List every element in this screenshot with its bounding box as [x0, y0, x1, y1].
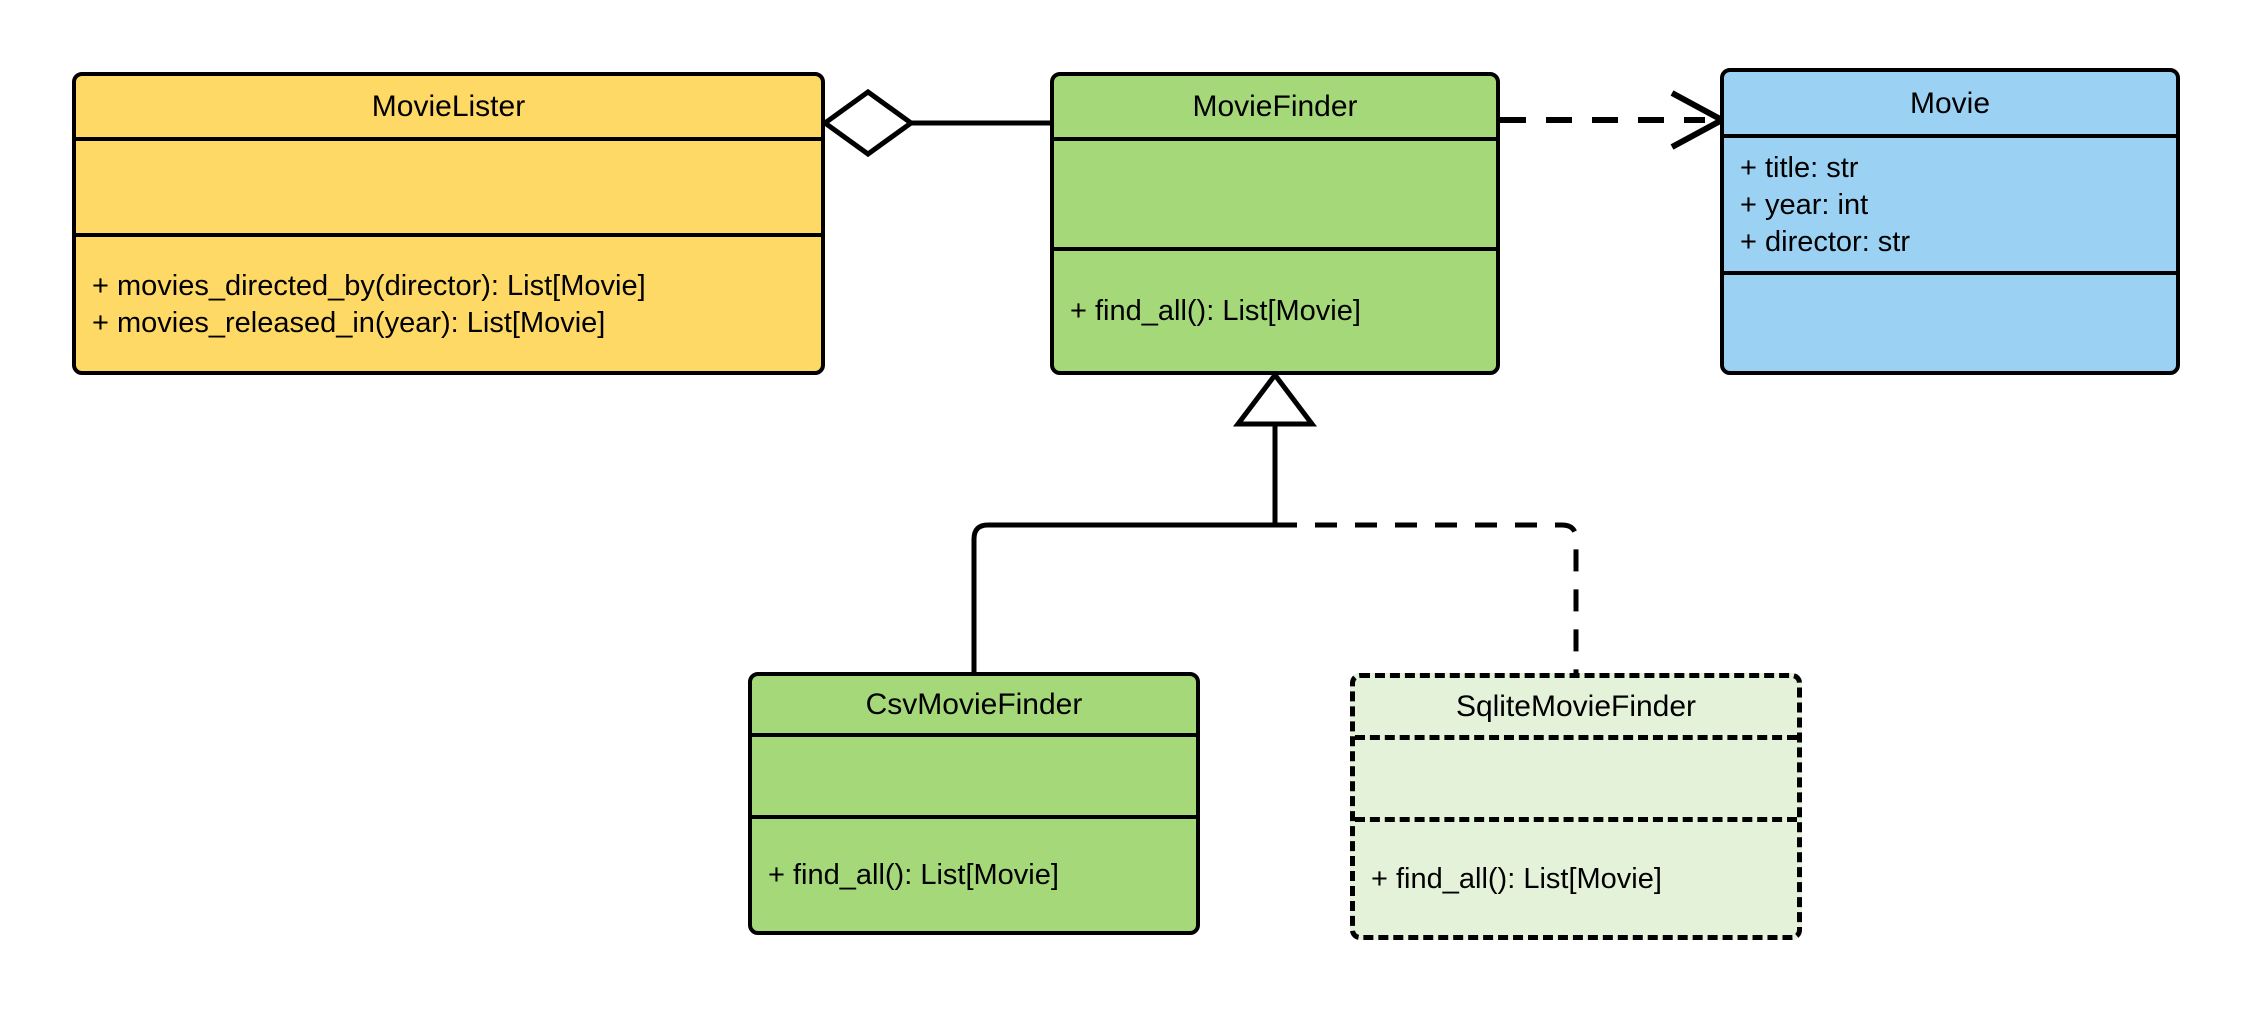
class-box-sqlite-movie-finder[interactable]: SqliteMovieFinder + find_all(): List[Mov… — [1350, 673, 1802, 940]
hollow-triangle-marker — [1232, 370, 1318, 427]
method-line: + movies_directed_by(director): List[Mov… — [92, 269, 646, 302]
class-methods-compartment: + movies_directed_by(director): List[Mov… — [76, 233, 821, 371]
class-name-label: Movie — [1909, 86, 1991, 120]
class-methods-compartment: + find_all(): List[Movie] — [1355, 817, 1797, 935]
class-box-movie[interactable]: Movie + title: str + year: int + directo… — [1720, 68, 2180, 375]
class-methods-compartment: + find_all(): List[Movie] — [1054, 247, 1496, 371]
aggregation-movielister-moviefinder — [820, 88, 1050, 158]
method-line: + find_all(): List[Movie] — [1070, 295, 1361, 328]
attribute-line: + year: int — [1740, 188, 1869, 221]
class-name-label: CsvMovieFinder — [865, 688, 1083, 721]
class-attributes-compartment — [76, 137, 821, 233]
attribute-line: + director: str — [1740, 226, 1911, 259]
class-name-compartment: Movie — [1724, 72, 2176, 134]
inheritance-line-sqlite — [1275, 522, 1579, 673]
class-attributes-compartment — [1054, 137, 1496, 247]
class-box-csv-movie-finder[interactable]: CsvMovieFinder + find_all(): List[Movie] — [748, 672, 1200, 935]
class-attributes-compartment — [1355, 735, 1797, 817]
class-attributes-compartment: + title: str + year: int + director: str — [1724, 134, 2176, 271]
dependency-moviefinder-movie — [1500, 90, 1729, 150]
attribute-line: + title: str — [1740, 151, 1859, 184]
class-name-compartment: SqliteMovieFinder — [1355, 678, 1797, 735]
method-line: + find_all(): List[Movie] — [768, 859, 1059, 892]
inheritance-csvmoviefinder-moviefinder — [971, 522, 1275, 672]
hollow-diamond-marker — [820, 88, 916, 158]
class-methods-compartment — [1724, 271, 2176, 371]
inheritance-sqlitemoviefinder-moviefinder — [1275, 522, 1579, 673]
open-arrow-marker — [1670, 90, 1729, 150]
class-box-movie-lister[interactable]: MovieLister + movies_directed_by(directo… — [72, 72, 825, 375]
class-name-compartment: CsvMovieFinder — [752, 676, 1196, 733]
class-name-label: MovieFinder — [1192, 90, 1358, 123]
class-name-label: SqliteMovieFinder — [1455, 690, 1697, 723]
class-name-compartment: MovieLister — [76, 76, 821, 137]
class-methods-compartment: + find_all(): List[Movie] — [752, 815, 1196, 931]
generalization-riser — [1232, 370, 1318, 525]
method-line: + find_all(): List[Movie] — [1371, 862, 1662, 895]
method-line: + movies_released_in(year): List[Movie] — [92, 307, 606, 339]
class-attributes-compartment — [752, 733, 1196, 815]
class-name-label: MovieLister — [371, 90, 526, 123]
class-box-movie-finder[interactable]: MovieFinder + find_all(): List[Movie] — [1050, 72, 1500, 375]
inheritance-line-csv — [971, 522, 1275, 672]
class-name-compartment: MovieFinder — [1054, 76, 1496, 137]
